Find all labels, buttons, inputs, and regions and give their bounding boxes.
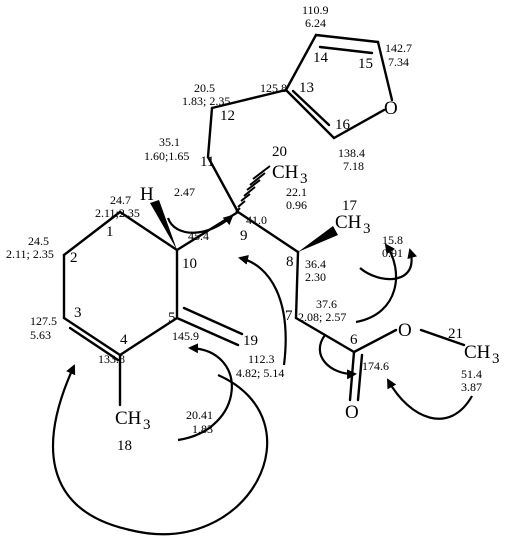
atom-number-7: 7 — [285, 308, 293, 324]
atom-number-18: 18 — [117, 438, 132, 454]
shift-c13-carbon: 125.8 — [260, 81, 287, 95]
shift-c8-proton: 2.30 — [305, 270, 326, 284]
atom-number-17: 17 — [342, 198, 358, 214]
atom-number-6: 6 — [350, 332, 358, 348]
stereo-bonds — [150, 165, 338, 252]
shift-c4-carbon: 133.8 — [98, 352, 125, 366]
atom-number-12: 12 — [220, 108, 235, 124]
c21-methyl-sub: 3 — [492, 351, 500, 367]
shift-c12-carbon: 20.5 — [194, 81, 215, 95]
atom-number-4: 4 — [120, 332, 128, 348]
wedge-c17 — [298, 226, 338, 252]
shift-c21-proton: 3.87 — [461, 380, 482, 394]
shift-c1-carbon: 24.7 — [110, 193, 131, 207]
shift-c18-proton: 1.83 — [192, 422, 213, 436]
atom-labels: O O O H CH 3 CH 3 CH 3 CH 3 — [115, 98, 500, 433]
c18-methyl: CH — [115, 408, 142, 429]
atom-number-10: 10 — [182, 256, 197, 272]
shift-c6-carbon: 174.6 — [362, 359, 389, 373]
atom-number-19: 19 — [243, 333, 258, 349]
atom-numbers: 1 2 3 4 5 6 7 8 9 10 11 12 13 14 15 16 1… — [70, 50, 463, 454]
shift-c1-proton: 2.11;2.35 — [95, 206, 140, 220]
nmr-shift-labels: 110.9 6.24 142.7 7.34 125.8 20.5 1.83; 2… — [6, 3, 482, 436]
atom-number-9: 9 — [240, 228, 248, 244]
wedge-h10 — [150, 200, 177, 250]
shift-c17-proton: 0.91 — [382, 246, 403, 260]
shift-c20-proton: 0.96 — [286, 198, 307, 212]
shift-c16-carbon: 138.4 — [338, 146, 365, 160]
shift-c19-carbon: 112.3 — [248, 352, 275, 366]
shift-c10-carbon: 45.4 — [188, 229, 209, 243]
atom-number-16: 16 — [335, 117, 351, 133]
furan-oxygen: O — [384, 98, 398, 119]
c17-methyl-sub: 3 — [363, 221, 371, 237]
shift-c11-carbon: 35.1 — [159, 135, 180, 149]
shift-c20-carbon: 22.1 — [286, 185, 307, 199]
atom-number-5: 5 — [168, 310, 176, 326]
ester-oxygen: O — [398, 320, 412, 341]
shift-c19-proton: 4.82; 5.14 — [236, 366, 284, 380]
shift-c11-proton: 1.60;1.65 — [144, 149, 189, 163]
atom-number-15: 15 — [358, 56, 373, 72]
shift-c21-carbon: 51.4 — [461, 367, 482, 381]
shift-c14-proton: 6.24 — [305, 16, 326, 30]
atom-number-20: 20 — [272, 144, 287, 160]
shift-c15-carbon: 142.7 — [385, 41, 412, 55]
shift-c8-carbon: 36.4 — [305, 257, 326, 271]
c20-methyl-sub: 3 — [300, 171, 308, 187]
c18-methyl-sub: 3 — [143, 417, 151, 433]
carbonyl-oxygen: O — [345, 402, 359, 423]
shift-c2-carbon: 24.5 — [28, 234, 49, 248]
shift-c5-carbon: 145.9 — [172, 329, 199, 343]
atom-number-3: 3 — [74, 305, 82, 321]
shift-c2-proton: 2.11; 2.35 — [6, 247, 54, 261]
c21-methyl: CH — [464, 342, 491, 363]
atom-number-8: 8 — [286, 254, 294, 270]
shift-c3-carbon: 127.5 — [30, 314, 57, 328]
atom-number-14: 14 — [313, 50, 329, 66]
hash-c20 — [235, 165, 271, 213]
shift-c7-carbon: 37.6 — [316, 297, 337, 311]
shift-c3-proton: 5.63 — [30, 328, 51, 342]
shift-c16-proton: 7.18 — [343, 159, 364, 173]
shift-c9-carbon: 41.0 — [246, 213, 267, 227]
shift-c18-carbon: 20.41 — [186, 408, 213, 422]
shift-c14-carbon: 110.9 — [302, 3, 329, 17]
shift-c15-proton: 7.34 — [388, 55, 409, 69]
c17-methyl: CH — [335, 212, 362, 233]
h10-label: H — [140, 184, 154, 205]
shift-c7-proton: 2.08; 2.57 — [298, 310, 346, 324]
c20-methyl: CH — [272, 162, 299, 183]
hmbc-correlation-arrows — [51, 214, 473, 536]
atom-number-13: 13 — [299, 80, 314, 96]
atom-number-1: 1 — [106, 224, 114, 240]
atom-number-21: 21 — [448, 326, 463, 342]
atom-number-2: 2 — [70, 250, 78, 266]
shift-h10-proton: 2.47 — [174, 185, 195, 199]
atom-number-11: 11 — [200, 154, 214, 170]
shift-c17-carbon: 15.8 — [382, 233, 403, 247]
shift-c12-proton: 1.83; 2.35 — [182, 94, 230, 108]
